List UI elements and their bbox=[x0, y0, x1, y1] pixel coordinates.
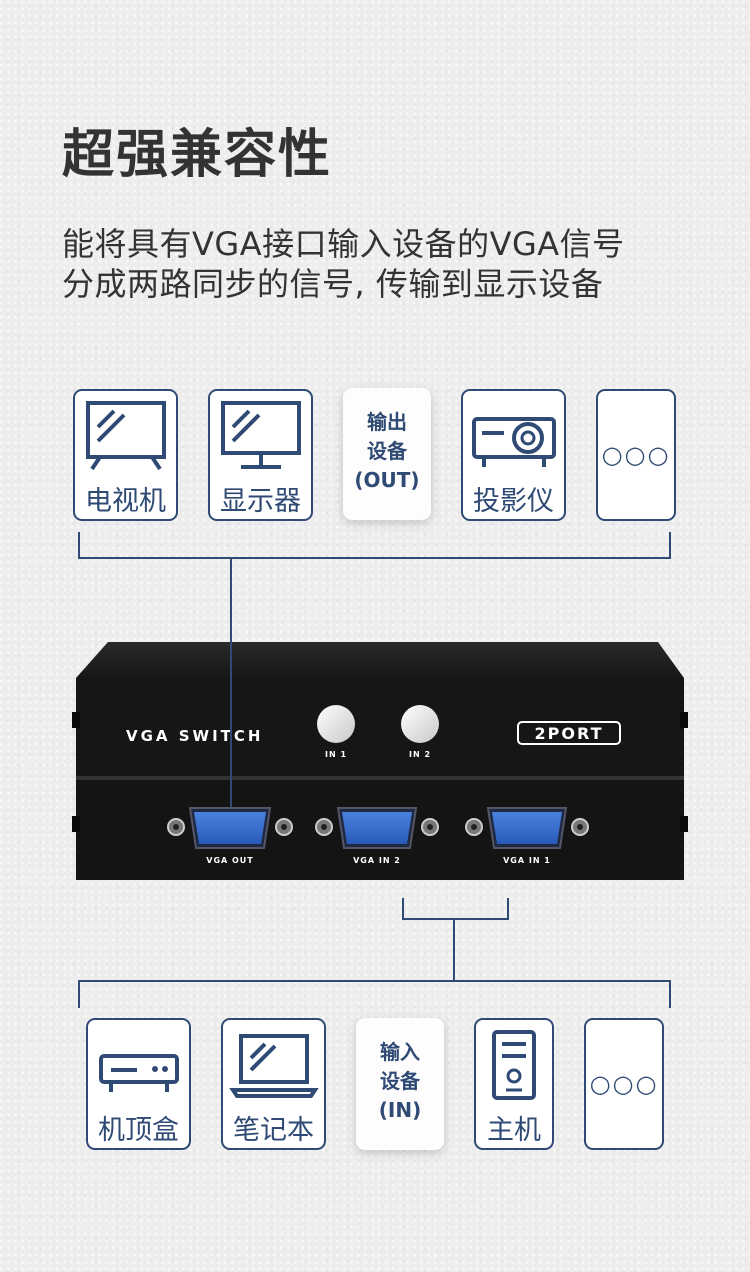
output-bracket-left bbox=[78, 532, 80, 559]
output-devices-tag: 输出 设备 (OUT) bbox=[343, 388, 431, 520]
more-icon: ○○○ bbox=[601, 441, 671, 469]
output-bracket-bar bbox=[78, 557, 671, 559]
vga-in2-label: VGA IN 2 bbox=[353, 856, 401, 865]
input-card-more: ○○○ bbox=[584, 1018, 664, 1150]
input-bracket-bar bbox=[78, 980, 671, 982]
input-tag-line-2: 设备 bbox=[380, 1069, 420, 1093]
input-label-laptop: 笔记本 bbox=[233, 1115, 314, 1146]
output-card-tv: 电视机 bbox=[73, 389, 178, 521]
vga-in1-port bbox=[465, 807, 589, 849]
vga-switch-device: VGA SWITCH IN 1 IN 2 2PORT VGA OUT VGA I… bbox=[72, 642, 688, 880]
input-tag-line-3: (IN) bbox=[378, 1098, 422, 1122]
set-top-box-icon bbox=[98, 1054, 179, 1092]
description-line-2: 分成两路同步的信号, 传输到显示设备 bbox=[62, 265, 604, 303]
more-icon: ○○○ bbox=[589, 1070, 659, 1098]
vga-out-port bbox=[167, 807, 293, 849]
input-devices-tag: 输入 设备 (IN) bbox=[356, 1018, 444, 1150]
input-card-set-top-box: 机顶盒 bbox=[86, 1018, 191, 1150]
output-tag-line-1: 输出 bbox=[367, 410, 407, 434]
output-label-tv: 电视机 bbox=[85, 486, 166, 517]
projector-icon bbox=[471, 417, 556, 467]
description: 能将具有VGA接口输入设备的VGA信号 分成两路同步的信号, 传输到显示设备 bbox=[62, 224, 702, 304]
input-card-pc-tower: 主机 bbox=[474, 1018, 554, 1150]
tv-icon bbox=[85, 401, 166, 471]
input-bracket-left bbox=[78, 980, 80, 1008]
in1-button bbox=[317, 705, 355, 743]
device-brand-label: VGA SWITCH bbox=[126, 727, 263, 745]
monitor-icon bbox=[220, 401, 301, 469]
output-tag-line-2: 设备 bbox=[367, 439, 407, 463]
input-bracket-right bbox=[669, 980, 671, 1008]
vga-in2-port bbox=[315, 807, 439, 849]
input-bracket-small-right bbox=[507, 898, 509, 919]
input-label-pc-tower: 主机 bbox=[487, 1115, 541, 1146]
input-bracket-small-bar bbox=[402, 918, 509, 920]
output-label-monitor: 显示器 bbox=[220, 486, 301, 517]
output-drop-line bbox=[230, 557, 232, 807]
pc-tower-icon bbox=[492, 1030, 536, 1100]
page-title: 超强兼容性 bbox=[62, 125, 333, 185]
output-card-projector: 投影仪 bbox=[461, 389, 566, 521]
description-line-1: 能将具有VGA接口输入设备的VGA信号 bbox=[62, 225, 625, 263]
output-card-more: ○○○ bbox=[596, 389, 676, 521]
output-bracket-right bbox=[669, 532, 671, 559]
in1-button-label: IN 1 bbox=[325, 750, 347, 759]
input-label-set-top-box: 机顶盒 bbox=[98, 1115, 179, 1146]
vga-in1-label: VGA IN 1 bbox=[503, 856, 551, 865]
laptop-icon bbox=[228, 1034, 319, 1098]
in2-button bbox=[401, 705, 439, 743]
output-label-projector: 投影仪 bbox=[473, 486, 554, 517]
input-bracket-small-left bbox=[402, 898, 404, 919]
port-count-label: 2PORT bbox=[535, 724, 604, 743]
input-tag-line-1: 输入 bbox=[380, 1040, 420, 1064]
port-count-badge bbox=[517, 721, 621, 745]
output-tag-line-3: (OUT) bbox=[354, 468, 420, 492]
in2-button-label: IN 2 bbox=[409, 750, 431, 759]
input-stem-line bbox=[453, 918, 455, 982]
input-card-laptop: 笔记本 bbox=[221, 1018, 326, 1150]
vga-out-label: VGA OUT bbox=[206, 856, 254, 865]
output-card-monitor: 显示器 bbox=[208, 389, 313, 521]
